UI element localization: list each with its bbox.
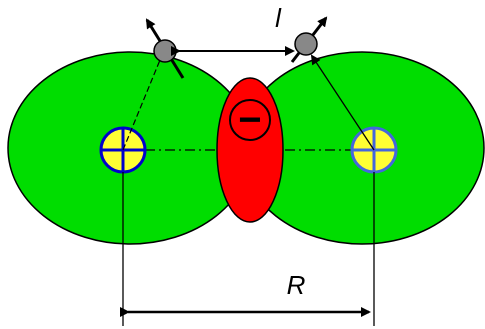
right-electron xyxy=(290,16,328,63)
left-electron xyxy=(145,18,185,79)
left-bond-line xyxy=(122,59,161,151)
negative-charge-circle xyxy=(229,99,271,141)
negative-charge-symbol: − xyxy=(238,98,261,142)
bottom-distance-label: R xyxy=(287,270,306,300)
top-distance-label: l xyxy=(275,3,282,33)
right-radius-vector xyxy=(310,54,375,151)
